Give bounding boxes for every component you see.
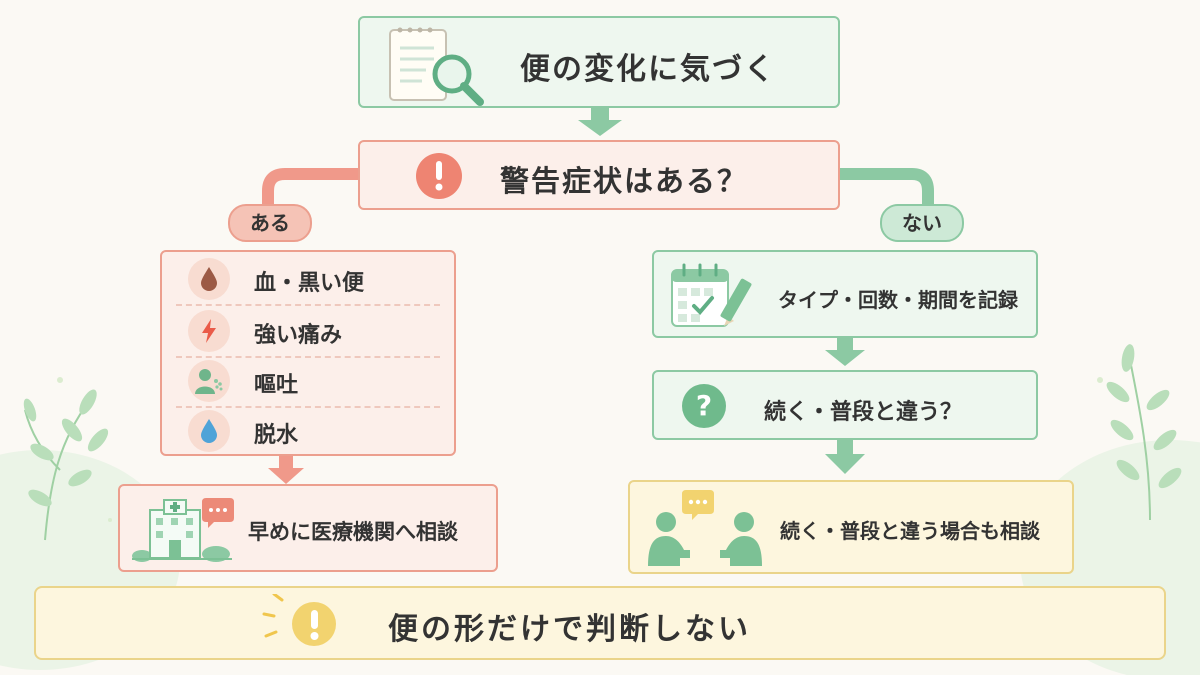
warning-sign-label: 脱水 [254,423,299,448]
arrow-signs-to-action [279,456,293,470]
yes-action-label: 早めに医療機関へ相談 [248,520,458,544]
question-node: 警告症状はある？ [358,140,840,210]
arrow-step2-to-step3 [837,440,853,456]
vomiting-person-icon [188,360,230,402]
divider [176,356,440,358]
list-item: 血・黒い便 [162,254,454,304]
no-step3-node: 続く・普段と違う場合も相談 [628,480,1074,574]
water-drop-icon [188,410,230,452]
branch-no-connector [838,168,934,206]
start-node: 便の変化に気づく [358,16,840,108]
arrow-start-to-question [591,108,609,122]
right-plant-icon [1129,359,1151,521]
no-step2-label: 続く・普段と違う？ [764,400,963,425]
exclamation-icon [416,153,462,199]
question-label: 警告症状はある？ [500,164,749,198]
calendar-icon [671,263,752,327]
footer-label: 便の形だけで判断しない [388,612,751,647]
no-step3-label: 続く・普段と違う場合も相談 [780,519,1040,543]
blood-drop-icon [188,258,230,300]
consultation-icon [648,490,762,566]
no-step2-node: ? 続く・普段と違う？ [652,370,1038,440]
list-item: 嘔吐 [162,356,454,406]
arrow-step1-to-step2 [837,338,853,352]
footer-banner: 便の形だけで判断しない [34,586,1166,660]
no-step1-label: タイプ・回数・期間を記録 [778,288,1018,312]
no-step1-node: タイプ・回数・期間を記録 [652,250,1038,338]
warning-sign-label: 嘔吐 [254,373,299,398]
warning-sign-label: 血・黒い便 [254,271,365,296]
branch-no-pill: ない [880,204,964,242]
branch-yes-connector [262,168,360,206]
warning-sign-label: 強い痛み [254,323,343,348]
branch-yes-pill: ある [228,204,312,242]
list-item: 脱水 [162,406,454,456]
divider [176,304,440,306]
yes-action-node: 早めに医療機関へ相談 [118,484,498,572]
question-icon: ? [682,384,726,428]
left-plant-icon [24,399,91,541]
list-item: 強い痛み [162,306,454,356]
warning-signs-list: 血・黒い便 強い痛み 嘔吐 脱水 [160,250,456,456]
hospital-icon [132,498,234,562]
start-label: 便の変化に気づく [520,52,776,87]
exclamation-icon [262,594,336,646]
lightning-icon [188,310,230,352]
notepad-magnifier-icon [389,27,484,106]
divider [176,406,440,408]
